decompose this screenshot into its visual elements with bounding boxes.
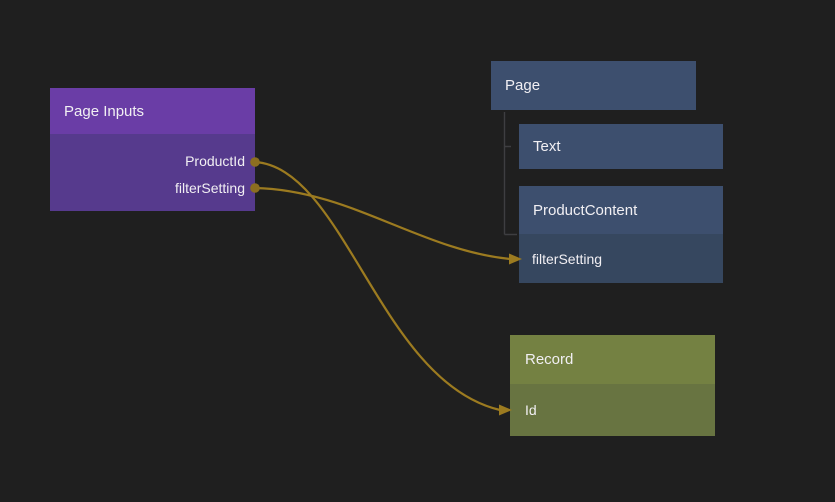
output-row-filtersetting-label: filterSetting bbox=[174, 179, 245, 196]
node-page-inputs-title: Page Inputs bbox=[64, 102, 145, 120]
node-page-header[interactable]: Page bbox=[491, 61, 696, 110]
field-row-id[interactable]: Id bbox=[510, 384, 715, 436]
tree-connector bbox=[503, 112, 517, 236]
node-product-content[interactable]: ProductContent filterSetting bbox=[519, 186, 723, 283]
node-record-title: Record bbox=[525, 351, 574, 368]
wire-productid-to-record-id[interactable] bbox=[254, 160, 512, 416]
node-page-inputs[interactable]: Page Inputs ProductId filterSetting bbox=[50, 88, 255, 211]
field-row-id-label: Id bbox=[525, 402, 537, 418]
output-row-productid[interactable]: ProductId bbox=[50, 147, 255, 174]
node-page-title: Page bbox=[505, 77, 541, 94]
node-record-header[interactable]: Record bbox=[510, 335, 715, 384]
output-row-filtersetting[interactable]: filterSetting bbox=[50, 174, 255, 201]
field-row-filtersetting[interactable]: filterSetting bbox=[519, 234, 723, 283]
node-product-content-title: ProductContent bbox=[533, 201, 638, 219]
output-port-productid[interactable] bbox=[250, 157, 260, 167]
node-page[interactable]: Page bbox=[491, 61, 696, 110]
field-row-filtersetting-label: filterSetting bbox=[532, 250, 603, 267]
output-port-filtersetting[interactable] bbox=[250, 183, 260, 193]
node-page-inputs-body: ProductId filterSetting bbox=[50, 134, 255, 201]
node-record[interactable]: Record Id bbox=[510, 335, 715, 436]
node-text-title: Text bbox=[533, 138, 561, 155]
wire-filtersetting-to-productcontent[interactable] bbox=[254, 186, 522, 265]
node-page-inputs-header[interactable]: Page Inputs bbox=[50, 88, 255, 134]
node-text-header[interactable]: Text bbox=[519, 124, 723, 169]
node-text[interactable]: Text bbox=[519, 124, 723, 169]
node-product-content-header[interactable]: ProductContent bbox=[519, 186, 723, 234]
output-row-productid-label: ProductId bbox=[185, 152, 245, 169]
